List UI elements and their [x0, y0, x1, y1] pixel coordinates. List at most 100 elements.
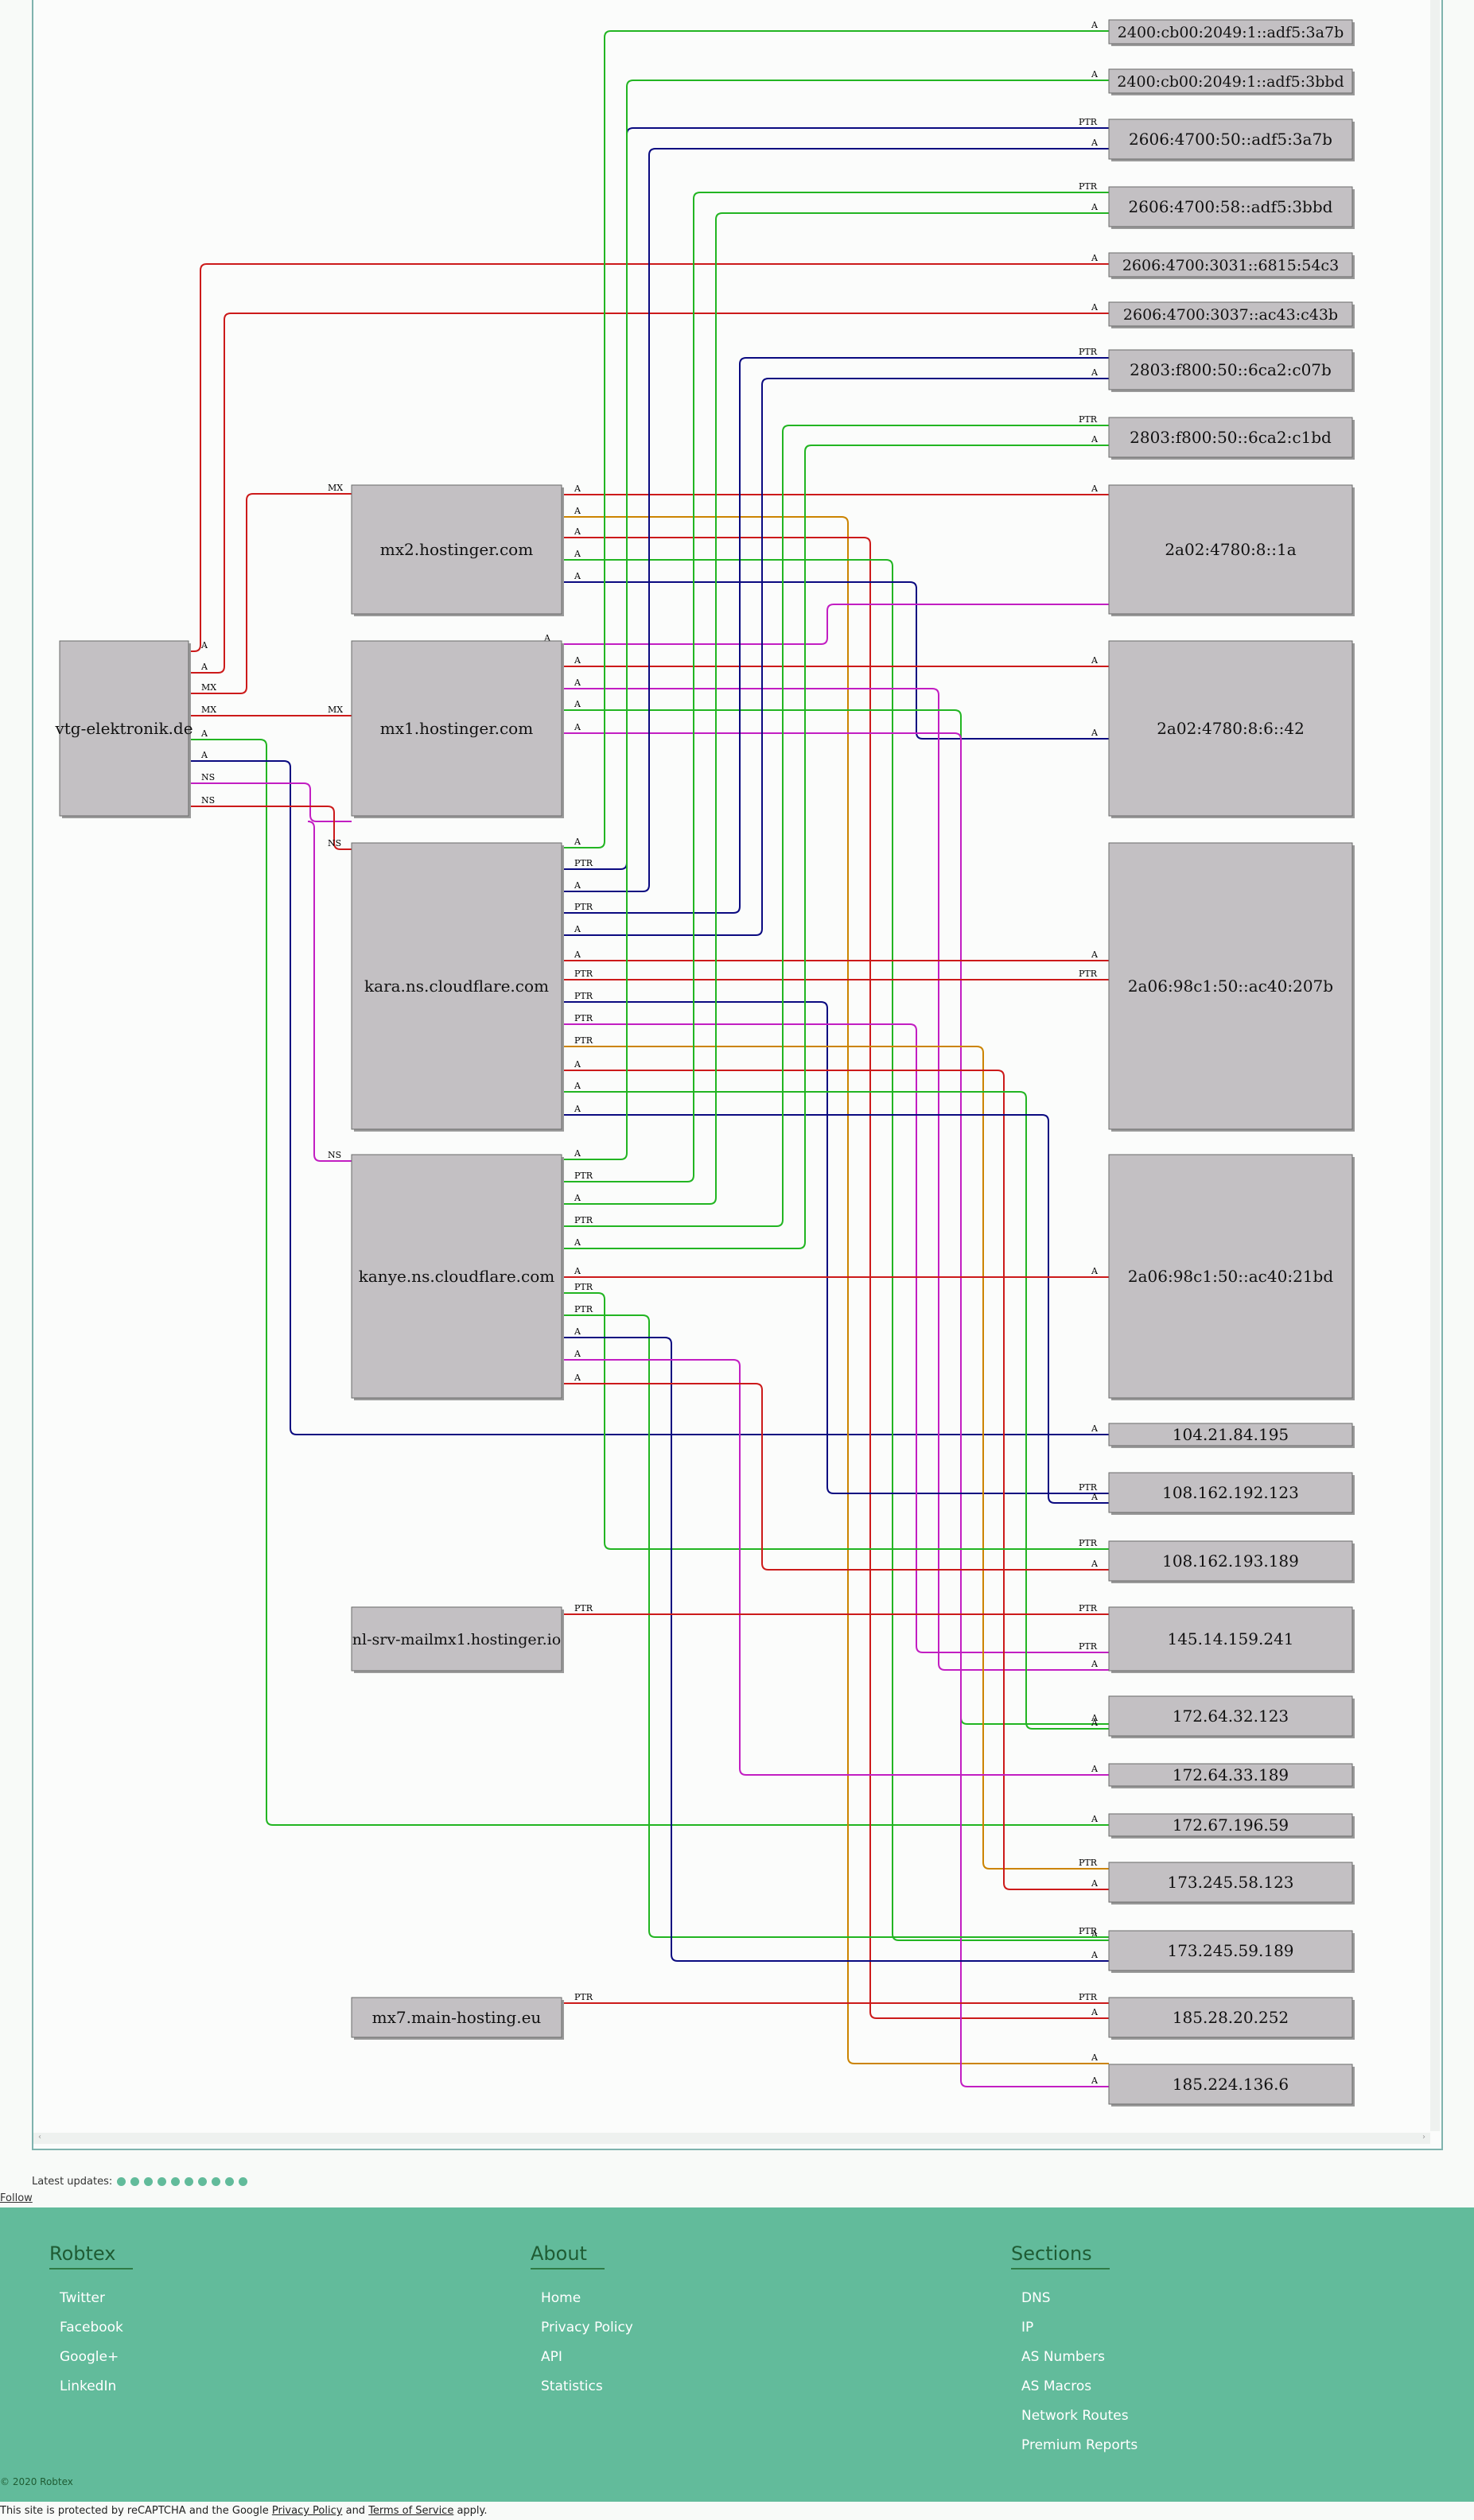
horizontal-scrollbar[interactable]: ‹ ›: [33, 2133, 1430, 2144]
graph-edge: [562, 516, 1109, 2064]
graph-node[interactable]: [351, 484, 562, 615]
footer-link-twitter[interactable]: Twitter: [60, 2290, 105, 2306]
footer-link-facebook[interactable]: Facebook: [60, 2320, 123, 2336]
update-dot[interactable]: [130, 2177, 140, 2186]
footer-link-network-routes[interactable]: Network Routes: [1021, 2408, 1129, 2424]
update-dot[interactable]: [239, 2177, 248, 2186]
edge-label: A: [1091, 1559, 1099, 1569]
latest-updates-label: Latest updates:: [32, 2176, 113, 2188]
edge-label: A: [200, 640, 208, 650]
graph-node[interactable]: [1108, 1813, 1353, 1837]
graph-node[interactable]: [351, 1997, 562, 2038]
edge-label: A: [574, 880, 581, 891]
edge-label: PTR: [574, 969, 593, 979]
graph-node[interactable]: [1108, 640, 1353, 817]
footer-link-googleplus[interactable]: Google+: [60, 2349, 119, 2365]
update-dot[interactable]: [171, 2177, 181, 2186]
graph-edge: [562, 445, 1109, 1249]
graph-node[interactable]: [1108, 1540, 1353, 1582]
graph-node[interactable]: [1108, 349, 1353, 390]
graph-edge: [562, 127, 1109, 870]
node-label: 2803:f800:50::6ca2:c07b: [1130, 360, 1332, 379]
update-dot[interactable]: [158, 2177, 167, 2186]
update-dot[interactable]: [185, 2177, 194, 2186]
node-label: 2400:cb00:2049:1::adf5:3bbd: [1117, 73, 1344, 91]
update-dot[interactable]: [212, 2177, 221, 2186]
graph-node[interactable]: [1108, 1695, 1353, 1737]
graph-edge: [562, 1023, 1109, 1653]
edge-label: A: [1091, 1764, 1099, 1774]
edge-label: MX: [201, 705, 216, 715]
graph-node[interactable]: [1108, 1472, 1353, 1513]
graph-node[interactable]: [1108, 186, 1353, 227]
edge-label: A: [574, 1148, 581, 1159]
graph-node[interactable]: [1108, 68, 1353, 94]
scroll-right-arrow-icon[interactable]: ›: [1422, 2133, 1425, 2141]
update-dot[interactable]: [198, 2177, 208, 2186]
edge-label: A: [1091, 69, 1099, 80]
graph-node[interactable]: [1108, 842, 1353, 1130]
node-label: 172.64.32.123: [1173, 1707, 1289, 1726]
update-dot[interactable]: [144, 2177, 154, 2186]
graph-edge: [562, 212, 1109, 1205]
edge-label: PTR: [574, 858, 593, 868]
vertical-scrollbar[interactable]: [1430, 0, 1440, 2131]
graph-node[interactable]: [351, 1154, 562, 1399]
graph-node[interactable]: [1108, 1930, 1353, 1971]
graph-node[interactable]: [1108, 252, 1353, 278]
node-label: 2606:4700:3037::ac43:c43b: [1123, 306, 1338, 324]
graph-node[interactable]: [1108, 484, 1353, 615]
node-label: 172.67.196.59: [1173, 1815, 1289, 1835]
graph-node[interactable]: [1108, 301, 1353, 327]
graph-node[interactable]: [1108, 19, 1353, 45]
update-dot[interactable]: [225, 2177, 235, 2186]
graph-node[interactable]: [351, 640, 562, 817]
edge-label: A: [574, 1193, 581, 1203]
node-label: 2a06:98c1:50::ac40:21bd: [1128, 1267, 1333, 1286]
footer-link-ip[interactable]: IP: [1021, 2320, 1034, 2336]
scroll-left-arrow-icon[interactable]: ‹: [38, 2133, 41, 2141]
graph-node[interactable]: [1108, 118, 1353, 160]
graph-node[interactable]: [1108, 1606, 1353, 1672]
node-label: kanye.ns.cloudflare.com: [359, 1267, 555, 1286]
footer-link-home[interactable]: Home: [541, 2290, 581, 2306]
footer-link-as-numbers[interactable]: AS Numbers: [1021, 2349, 1105, 2365]
footer-link-premium-reports[interactable]: Premium Reports: [1021, 2437, 1138, 2453]
node-label: mx1.hostinger.com: [380, 719, 533, 738]
privacy-policy-link[interactable]: Privacy Policy: [271, 2505, 343, 2517]
graph-node[interactable]: [351, 1606, 562, 1672]
graph-node[interactable]: [1108, 2064, 1353, 2105]
edge-label: PTR: [574, 1035, 593, 1046]
graph-node[interactable]: [59, 640, 189, 817]
graph-node[interactable]: [1108, 1423, 1353, 1446]
graph-node[interactable]: [1108, 1763, 1353, 1787]
footer-link-dns[interactable]: DNS: [1021, 2290, 1051, 2306]
graph-edge: [189, 313, 1109, 674]
terms-of-service-link[interactable]: Terms of Service: [368, 2505, 454, 2517]
graph-node[interactable]: [1108, 417, 1353, 458]
edge-label: A: [574, 1373, 581, 1383]
footer-link-privacy[interactable]: Privacy Policy: [541, 2320, 633, 2336]
edge-label: A: [1091, 2052, 1099, 2063]
edge-label: A: [1091, 655, 1099, 666]
footer-link-as-macros[interactable]: AS Macros: [1021, 2378, 1092, 2394]
graph-node[interactable]: [1108, 1997, 1353, 2038]
graph-edge: [562, 148, 1109, 892]
graph-node[interactable]: [1108, 1862, 1353, 1903]
graph-edge: [562, 1359, 1109, 1776]
node-label: mx2.hostinger.com: [380, 540, 533, 559]
graph-edge: [562, 1314, 1109, 1938]
update-dot[interactable]: [117, 2177, 126, 2186]
footer-link-api[interactable]: API: [541, 2349, 562, 2365]
follow-link[interactable]: Follow: [0, 2192, 33, 2204]
edge-label: NS: [201, 772, 215, 782]
edge-label: A: [1091, 1423, 1099, 1434]
footer-link-linkedin[interactable]: LinkedIn: [60, 2378, 117, 2394]
site-footer: Robtex Twitter Facebook Google+ LinkedIn…: [0, 2207, 1474, 2502]
edge-label: PTR: [1079, 181, 1098, 192]
footer-link-statistics[interactable]: Statistics: [541, 2378, 603, 2394]
graph-node[interactable]: [1108, 1154, 1353, 1399]
graph-edge: [562, 1337, 1109, 1962]
graph-node[interactable]: [351, 842, 562, 1130]
